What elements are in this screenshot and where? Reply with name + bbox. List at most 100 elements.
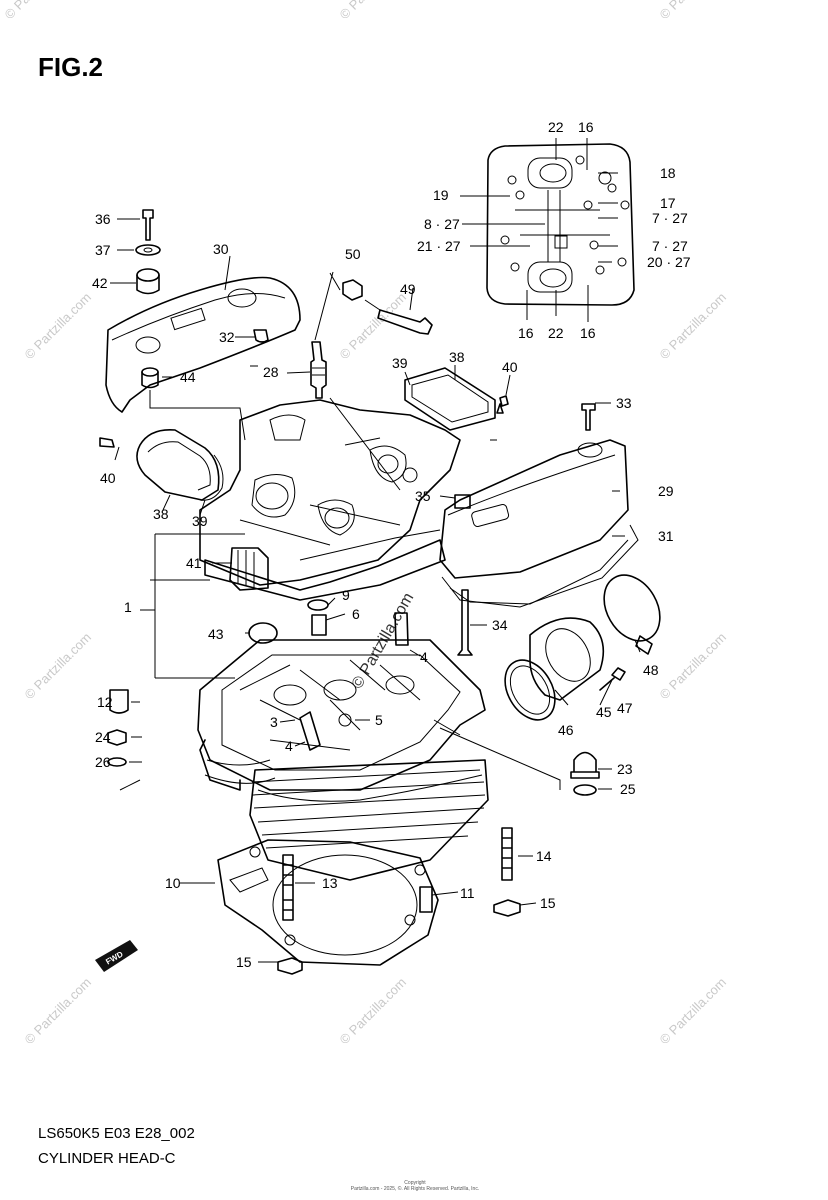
callout: 16 [578,119,594,135]
callout: 5 [375,712,383,728]
callout: 1 [124,599,132,615]
stud-14 [501,827,513,881]
callout: 7 · 27 [652,238,688,254]
head-cover-inset [486,143,635,306]
callout: 47 [617,700,633,716]
figure-title: FIG.2 [38,52,104,82]
callout: 8 · 27 [424,216,460,232]
watermark: © Partzilla.com [22,290,95,363]
figure-code: LS650K5 E03 E28_002 [38,1125,195,1142]
dowel-pin [419,886,433,913]
spark-plug [310,341,327,399]
copyright-line: Copyright [404,1180,426,1186]
callout: 9 [342,587,350,603]
callout: 16 [518,325,534,341]
callout: 14 [536,848,552,864]
callout: 33 [616,395,632,411]
callout: 10 [165,875,181,891]
watermark: © Partzilla.com [657,0,730,22]
left-small-parts [107,689,129,767]
flange-nut-right [493,899,521,917]
callout: 11 [460,885,475,901]
callout: 19 [433,187,449,203]
cylinder-head-main [197,639,486,791]
watermark: © Partzilla.com [337,975,410,1048]
callout: 30 [213,241,229,257]
stud-13 [282,854,294,921]
figure-caption: CYLINDER HEAD-C [38,1150,176,1167]
callout: 43 [208,626,224,642]
watermark: © Partzilla.com [22,975,95,1048]
callout: 17 [660,195,676,211]
callout: 36 [95,211,111,227]
callout: 31 [658,528,674,544]
callout: 4 [285,738,293,754]
callout: 29 [658,483,674,499]
callout: 38 [449,349,465,365]
callout: 23 [617,761,633,777]
watermark: © Partzilla.com [657,975,730,1048]
flange-nut-bottom [277,957,303,975]
callout: 44 [180,369,196,385]
callout: 39 [392,355,408,371]
cylinder-barrel [249,759,489,881]
callout: 7 · 27 [652,210,688,226]
inspection-cap-gasket [404,367,509,431]
callout: 50 [345,246,361,262]
fwd-arrow-icon: FWD [95,940,138,972]
copyright-line: Partzilla.com - 2025, ©. All Rights Rese… [350,1186,480,1192]
callout: 3 [270,714,278,730]
left-rocker-cover [105,276,301,413]
part-41-block [229,547,269,591]
callout: 20 · 27 [647,254,691,270]
small-hardware-left [135,209,269,389]
callout: 41 [186,555,202,571]
callout: 38 [153,506,169,522]
callout: 16 [580,325,596,341]
watermark: © Partzilla.com [2,0,75,22]
callout: 34 [492,617,508,633]
nut-and-bolt [342,279,433,335]
callout-labels: 22 16 18 19 17 8 · 27 7 · 27 21 · 27 7 ·… [92,119,691,970]
callout: 24 [95,729,111,745]
watermark: © Partzilla.com [657,630,730,703]
callout: 40 [502,359,518,375]
watermark: © Partzilla.com [337,0,410,22]
side-cap-left [99,428,224,501]
callout: 46 [558,722,574,738]
callout: 49 [400,281,416,297]
callout: 32 [219,329,235,345]
callout: 18 [660,165,676,181]
watermark: © Partzilla.com [657,290,730,363]
callout: 40 [100,470,116,486]
right-rocker-cover [439,403,629,579]
leader-lines [110,138,641,963]
callout: 45 [596,704,612,720]
small-parts-center [248,599,409,646]
callout: 26 [95,754,111,770]
callout: 22 [548,325,564,341]
callout: 35 [415,488,431,504]
callout: 13 [322,875,338,891]
callout: 12 [97,694,113,710]
callout: 4 [420,649,428,665]
callout: 42 [92,275,108,291]
rocker-cover-gasket [441,524,639,608]
callout: 39 [192,513,208,529]
callout: 25 [620,781,636,797]
callout: 6 [352,606,360,622]
intake-pipe-assembly [457,574,661,721]
callout: 37 [95,242,111,258]
callout: 28 [263,364,279,380]
callout: 15 [540,895,556,911]
washer-25 [573,784,597,796]
watermark: © Partzilla.com [22,630,95,703]
callout: 15 [236,954,252,970]
callout: 21 · 27 [417,238,461,254]
callout: 48 [643,662,659,678]
watermark-layer: © Partzilla.com © Partzilla.com © Partzi… [2,0,730,1047]
copyright-notice: Copyright Partzilla.com - 2025, ©. All R… [330,1180,500,1192]
callout: 22 [548,119,564,135]
cylinder-base-gasket [217,839,439,966]
